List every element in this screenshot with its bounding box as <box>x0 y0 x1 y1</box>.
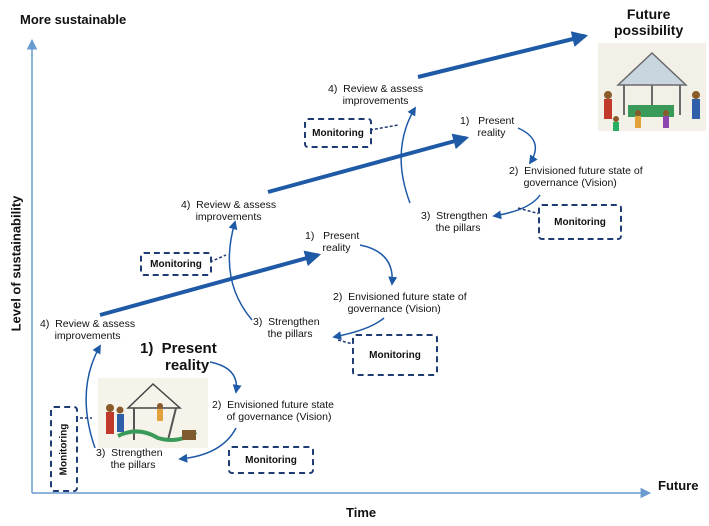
cycle2-monitoring-right: Monitoring <box>352 334 438 376</box>
future-illustration <box>598 43 706 131</box>
monitoring-connector <box>337 339 361 347</box>
cycle2-arrow-vision-to-pillars <box>332 317 385 341</box>
monitoring-connector <box>209 254 227 263</box>
cycle1-arrow-present-to-vision <box>209 361 242 394</box>
cycle3-arrow-pillars-to-review <box>400 106 416 204</box>
future-title-line1: Future <box>626 6 671 22</box>
cycle3-arrow-present-to-vision <box>517 127 538 165</box>
cycle1-pillars: 3) Strengthen the pillars <box>96 447 163 471</box>
cycle3-vision: 2) Envisioned future state of governance… <box>509 165 643 189</box>
cycle1-review: 4) Review & assess improvements <box>40 318 136 342</box>
cycle1-arrow-vision-to-pillars <box>178 427 237 463</box>
future-title-line2: possibility <box>614 22 684 38</box>
cycle1-monitoring-side: Monitoring <box>50 406 78 492</box>
cycle3-monitoring-right: Monitoring <box>538 204 622 240</box>
progress-arrow-2 <box>267 133 470 194</box>
future-title: Future possibility <box>614 6 683 38</box>
monitoring-label: Monitoring <box>58 423 70 475</box>
cycle2-arrow-pillars-to-review <box>228 220 253 321</box>
cycle2-present-reality: 1) Present reality <box>305 230 360 254</box>
cycle3-review: 4) Review & assess improvements <box>328 83 424 107</box>
cycle1-monitoring-bottom: Monitoring <box>228 446 314 474</box>
progress-arrow-1 <box>99 250 322 317</box>
cycle2-arrow-present-to-vision <box>359 244 398 286</box>
cycle3-monitoring-left: Monitoring <box>304 118 372 148</box>
cycle2-vision: 2) Envisioned future state of governance… <box>333 291 467 315</box>
cycle2-monitoring-left: Monitoring <box>140 252 212 276</box>
cycle1-present-reality: 1) Present reality <box>140 340 217 374</box>
cycle3-pillars: 3) Strengthen the pillars <box>421 210 488 234</box>
cycle2-review: 4) Review & assess improvements <box>181 199 277 223</box>
progress-arrow-3 <box>417 31 589 79</box>
x-axis-end-label: Future <box>658 478 699 493</box>
cycle1-arrow-pillars-to-review <box>85 344 101 449</box>
cycle3-arrow-vision-to-pillars <box>492 194 541 220</box>
monitoring-connector <box>517 207 541 215</box>
x-axis-label: Time <box>346 505 377 520</box>
monitoring-connector <box>369 124 399 131</box>
cycle2-pillars: 3) Strengthen the pillars <box>253 316 320 340</box>
cycle3-present-reality: 1) Present reality <box>460 115 515 139</box>
cycle1-vision: 2) Envisioned future state of governance… <box>212 399 334 423</box>
present-reality-illustration <box>98 378 208 448</box>
y-axis-top-label: More sustainable <box>20 12 127 27</box>
y-axis-label: Level of sustainability <box>8 195 24 332</box>
